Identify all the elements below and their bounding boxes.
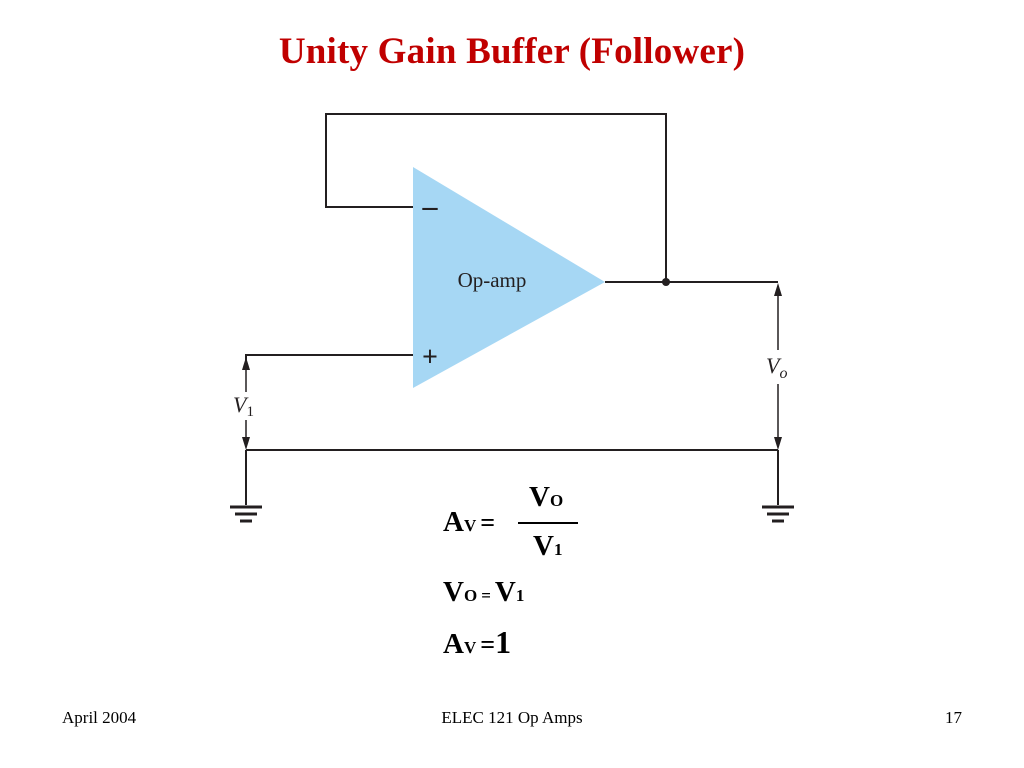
right-ground-icon	[762, 505, 794, 523]
numerator-symbol: V	[529, 481, 550, 513]
opamp-label: Op-amp	[458, 268, 527, 292]
page-number: 17	[945, 708, 962, 727]
gain-subscript: V	[463, 516, 477, 535]
fraction-bar	[518, 522, 578, 524]
output-voltage-symbol: V	[766, 353, 782, 378]
input-voltage-symbol: V	[233, 392, 249, 417]
numerator-subscript: O	[549, 491, 564, 510]
slide-title: Unity Gain Buffer (Follower)	[278, 31, 746, 72]
footer-date: April 2004	[62, 708, 137, 727]
denominator-subscript: 1	[553, 540, 563, 559]
result-equation: AV =1	[443, 624, 511, 661]
equality-equals-sign: =	[481, 586, 491, 605]
input-voltage-label: V1	[233, 392, 254, 420]
input-voltage-arrow	[242, 357, 250, 450]
result-lhs-subscript: V	[463, 638, 477, 657]
input-wire	[245, 354, 413, 366]
denominator-symbol: V	[533, 530, 554, 562]
result-equals-sign: =	[480, 630, 496, 659]
equality-rhs-symbol: V	[494, 576, 516, 608]
output-voltage-subscript: o	[779, 365, 787, 382]
op-amp-triangle	[413, 167, 605, 388]
gain-fraction-numerator: VO	[529, 481, 563, 514]
gain-symbol: A	[443, 506, 464, 538]
input-voltage-subscript: 1	[246, 404, 254, 420]
gain-fraction-denominator: V1	[533, 530, 562, 563]
output-voltage-label: Vo	[766, 353, 787, 382]
output-voltage-arrow	[774, 283, 782, 450]
equality-equation: VO = V1	[443, 576, 524, 609]
gain-equation-lhs: AV =	[443, 506, 495, 539]
result-lhs-symbol: A	[443, 628, 464, 660]
equality-rhs-subscript: 1	[515, 586, 525, 605]
feedback-wire	[325, 113, 667, 282]
result-value: 1	[495, 624, 512, 660]
gain-equals-sign: =	[480, 508, 496, 537]
footer-course: ELEC 121 Op Amps	[441, 708, 583, 727]
noninverting-input-sign: +	[422, 342, 438, 373]
left-ground-icon	[230, 505, 262, 523]
equality-lhs-symbol: V	[443, 576, 464, 608]
output-junction-dot	[662, 278, 670, 286]
equality-lhs-subscript: O	[463, 586, 478, 605]
inverting-input-sign: –	[422, 190, 439, 223]
